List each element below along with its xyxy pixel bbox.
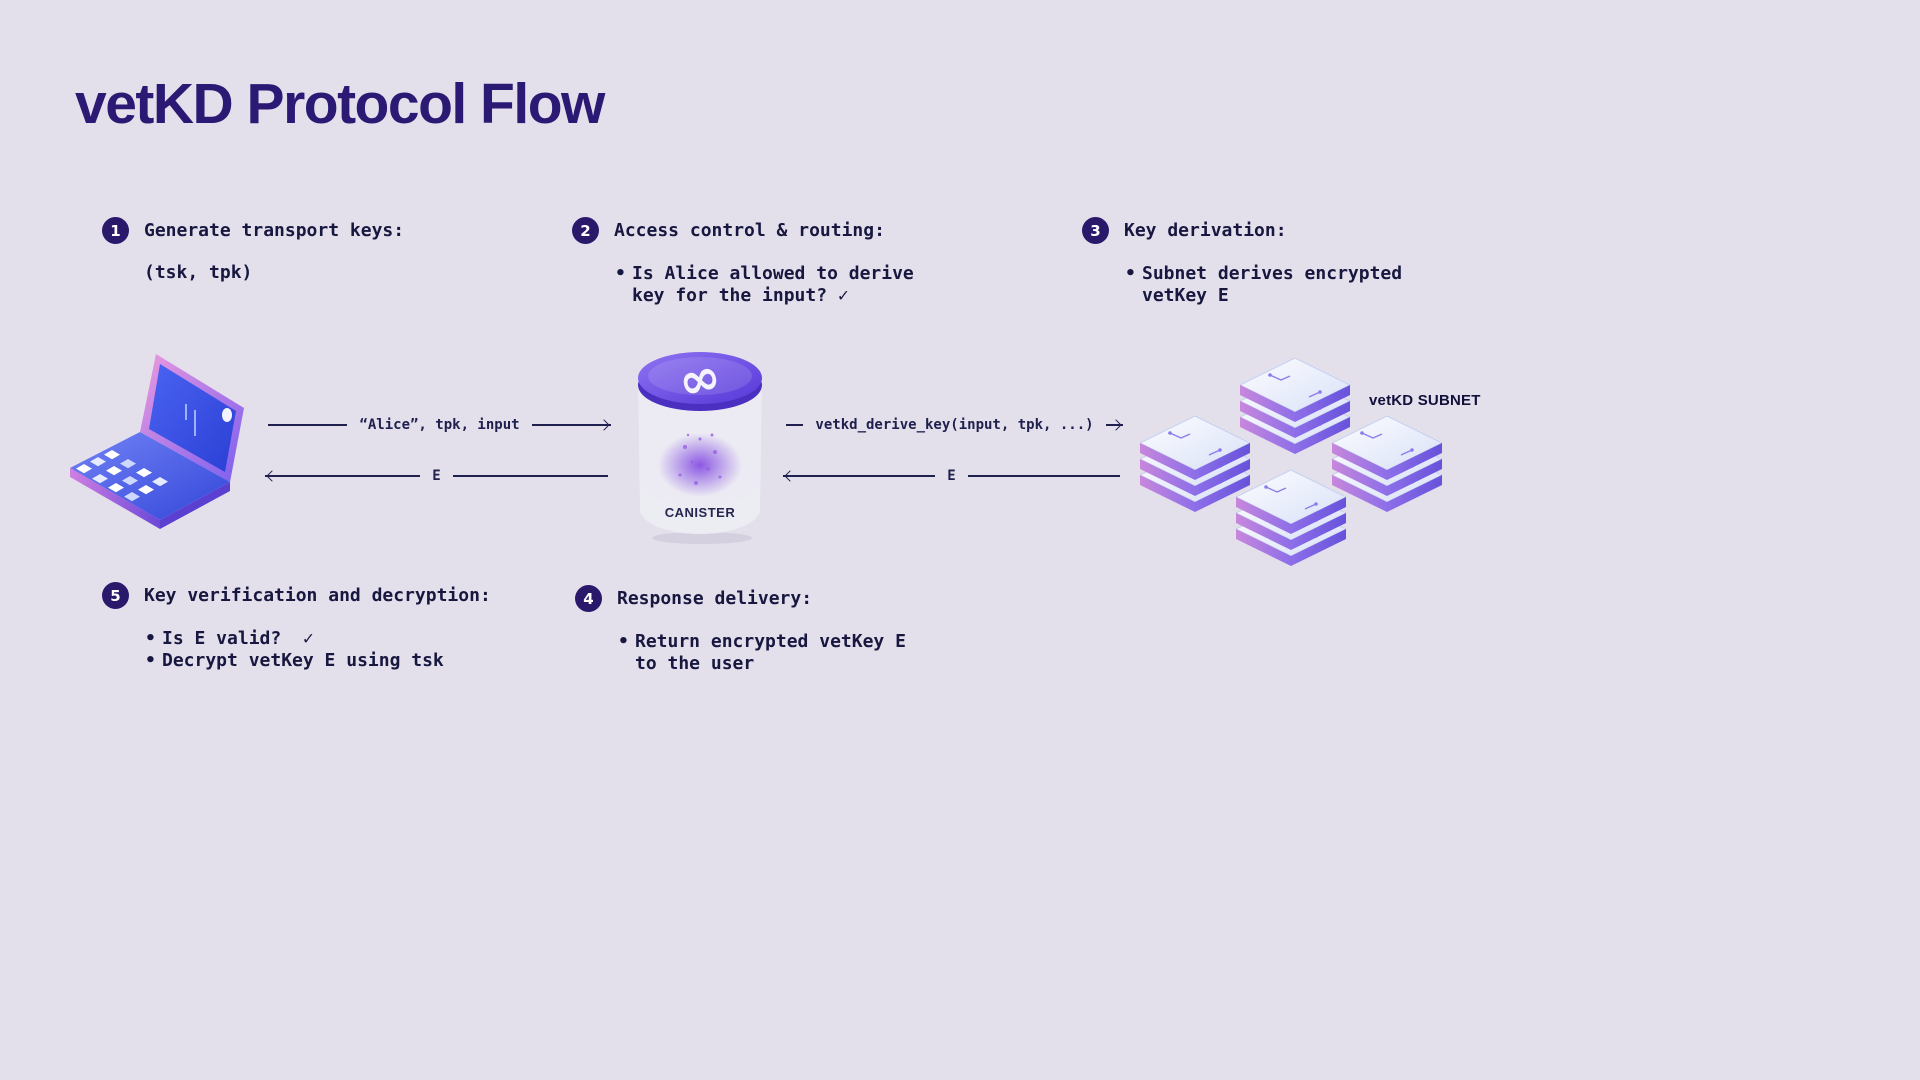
- subnet-label: vetKD SUBNET: [1369, 392, 1481, 409]
- step-5-heading: Key verification and decryption:: [144, 585, 491, 606]
- server-stack-left: [1140, 416, 1250, 512]
- arrow-line: [783, 475, 936, 477]
- step-3-bullet: Subnet derives encrypted vetKey E: [1124, 263, 1424, 306]
- canister-cap-highlight: [648, 357, 752, 395]
- arrow-label-derive-key: vetkd_derive_key(input, tpk, ...): [815, 417, 1094, 433]
- laptop-edge-right: [160, 482, 230, 529]
- canister-label: CANISTER: [665, 505, 736, 520]
- arrowhead-left-icon: [784, 470, 796, 482]
- server-stack-right: [1332, 416, 1442, 512]
- step-5: 5 Key verification and decryption: Is E …: [102, 582, 514, 671]
- step-4-number: 4: [583, 589, 594, 608]
- canister-glow: [658, 433, 742, 497]
- arrow-label-request: “Alice”, tpk, input: [359, 417, 520, 433]
- screen-cursor-lines: [185, 404, 196, 436]
- canister-cup: [640, 483, 760, 534]
- arrowhead-right-icon: [1110, 419, 1122, 431]
- arrow-line: [265, 475, 421, 477]
- step-1-number: 1: [110, 221, 121, 240]
- laptop-screen: [149, 364, 236, 472]
- canister-illustration: ∞ CANISTER: [638, 347, 762, 544]
- step-2-number: 2: [580, 221, 591, 240]
- canister-cap: [638, 352, 762, 404]
- step-3-badge: 3: [1082, 217, 1109, 244]
- arrowhead-right-icon: [598, 419, 610, 431]
- laptop-illustration: [70, 354, 244, 529]
- step-4-bullet: Return encrypted vetKey E to the user: [617, 631, 917, 674]
- canister-shadow: [652, 532, 752, 544]
- arrow-line: [268, 424, 348, 426]
- step-3-heading: Key derivation:: [1124, 220, 1287, 241]
- step-2-bullet: Is Alice allowed to derive key for the i…: [614, 263, 924, 306]
- step-1-note: (tsk, tpk): [144, 262, 253, 283]
- step-4-heading: Response delivery:: [617, 588, 813, 609]
- canister-particles: [678, 433, 722, 485]
- arrow-line: [1105, 424, 1123, 426]
- step-4: 4 Response delivery: Return encrypted ve…: [575, 585, 917, 674]
- arrow-label-e-left: E: [432, 468, 441, 484]
- step-1-badge: 1: [102, 217, 129, 244]
- arrow-line: [786, 424, 804, 426]
- step-5-badge: 5: [102, 582, 129, 609]
- step-5-bullet-1: Is E valid? ✓: [144, 628, 514, 650]
- laptop-edge-left: [70, 468, 160, 529]
- arrow-subnet-to-canister: E: [783, 467, 1120, 485]
- step-5-number: 5: [110, 586, 121, 605]
- arrowhead-left-icon: [266, 470, 278, 482]
- step-1-heading: Generate transport keys:: [144, 220, 405, 241]
- step-2-badge: 2: [572, 217, 599, 244]
- screen-dot: [222, 408, 232, 422]
- step-4-badge: 4: [575, 585, 602, 612]
- arrow-canister-to-client: E: [265, 467, 608, 485]
- arrow-canister-to-subnet: vetkd_derive_key(input, tpk, ...): [786, 416, 1123, 434]
- arrow-line: [967, 475, 1120, 477]
- step-2-heading: Access control & routing:: [614, 220, 885, 241]
- page-title: vetKD Protocol Flow: [75, 72, 605, 136]
- step-3-number: 3: [1090, 221, 1101, 240]
- server-stack-bottom: [1236, 470, 1346, 566]
- arrow-label-e-right: E: [947, 468, 956, 484]
- arrow-line: [452, 475, 608, 477]
- step-2: 2 Access control & routing: Is Alice all…: [572, 217, 924, 306]
- step-5-bullet-2: Decrypt vetKey E using tsk: [144, 650, 514, 672]
- arrow-client-to-canister: “Alice”, tpk, input: [268, 416, 611, 434]
- arrow-line: [531, 424, 611, 426]
- step-3: 3 Key derivation: Subnet derives encrypt…: [1082, 217, 1424, 306]
- step-1: 1 Generate transport keys: (tsk, tpk): [102, 217, 474, 283]
- server-stack-top: [1240, 358, 1350, 454]
